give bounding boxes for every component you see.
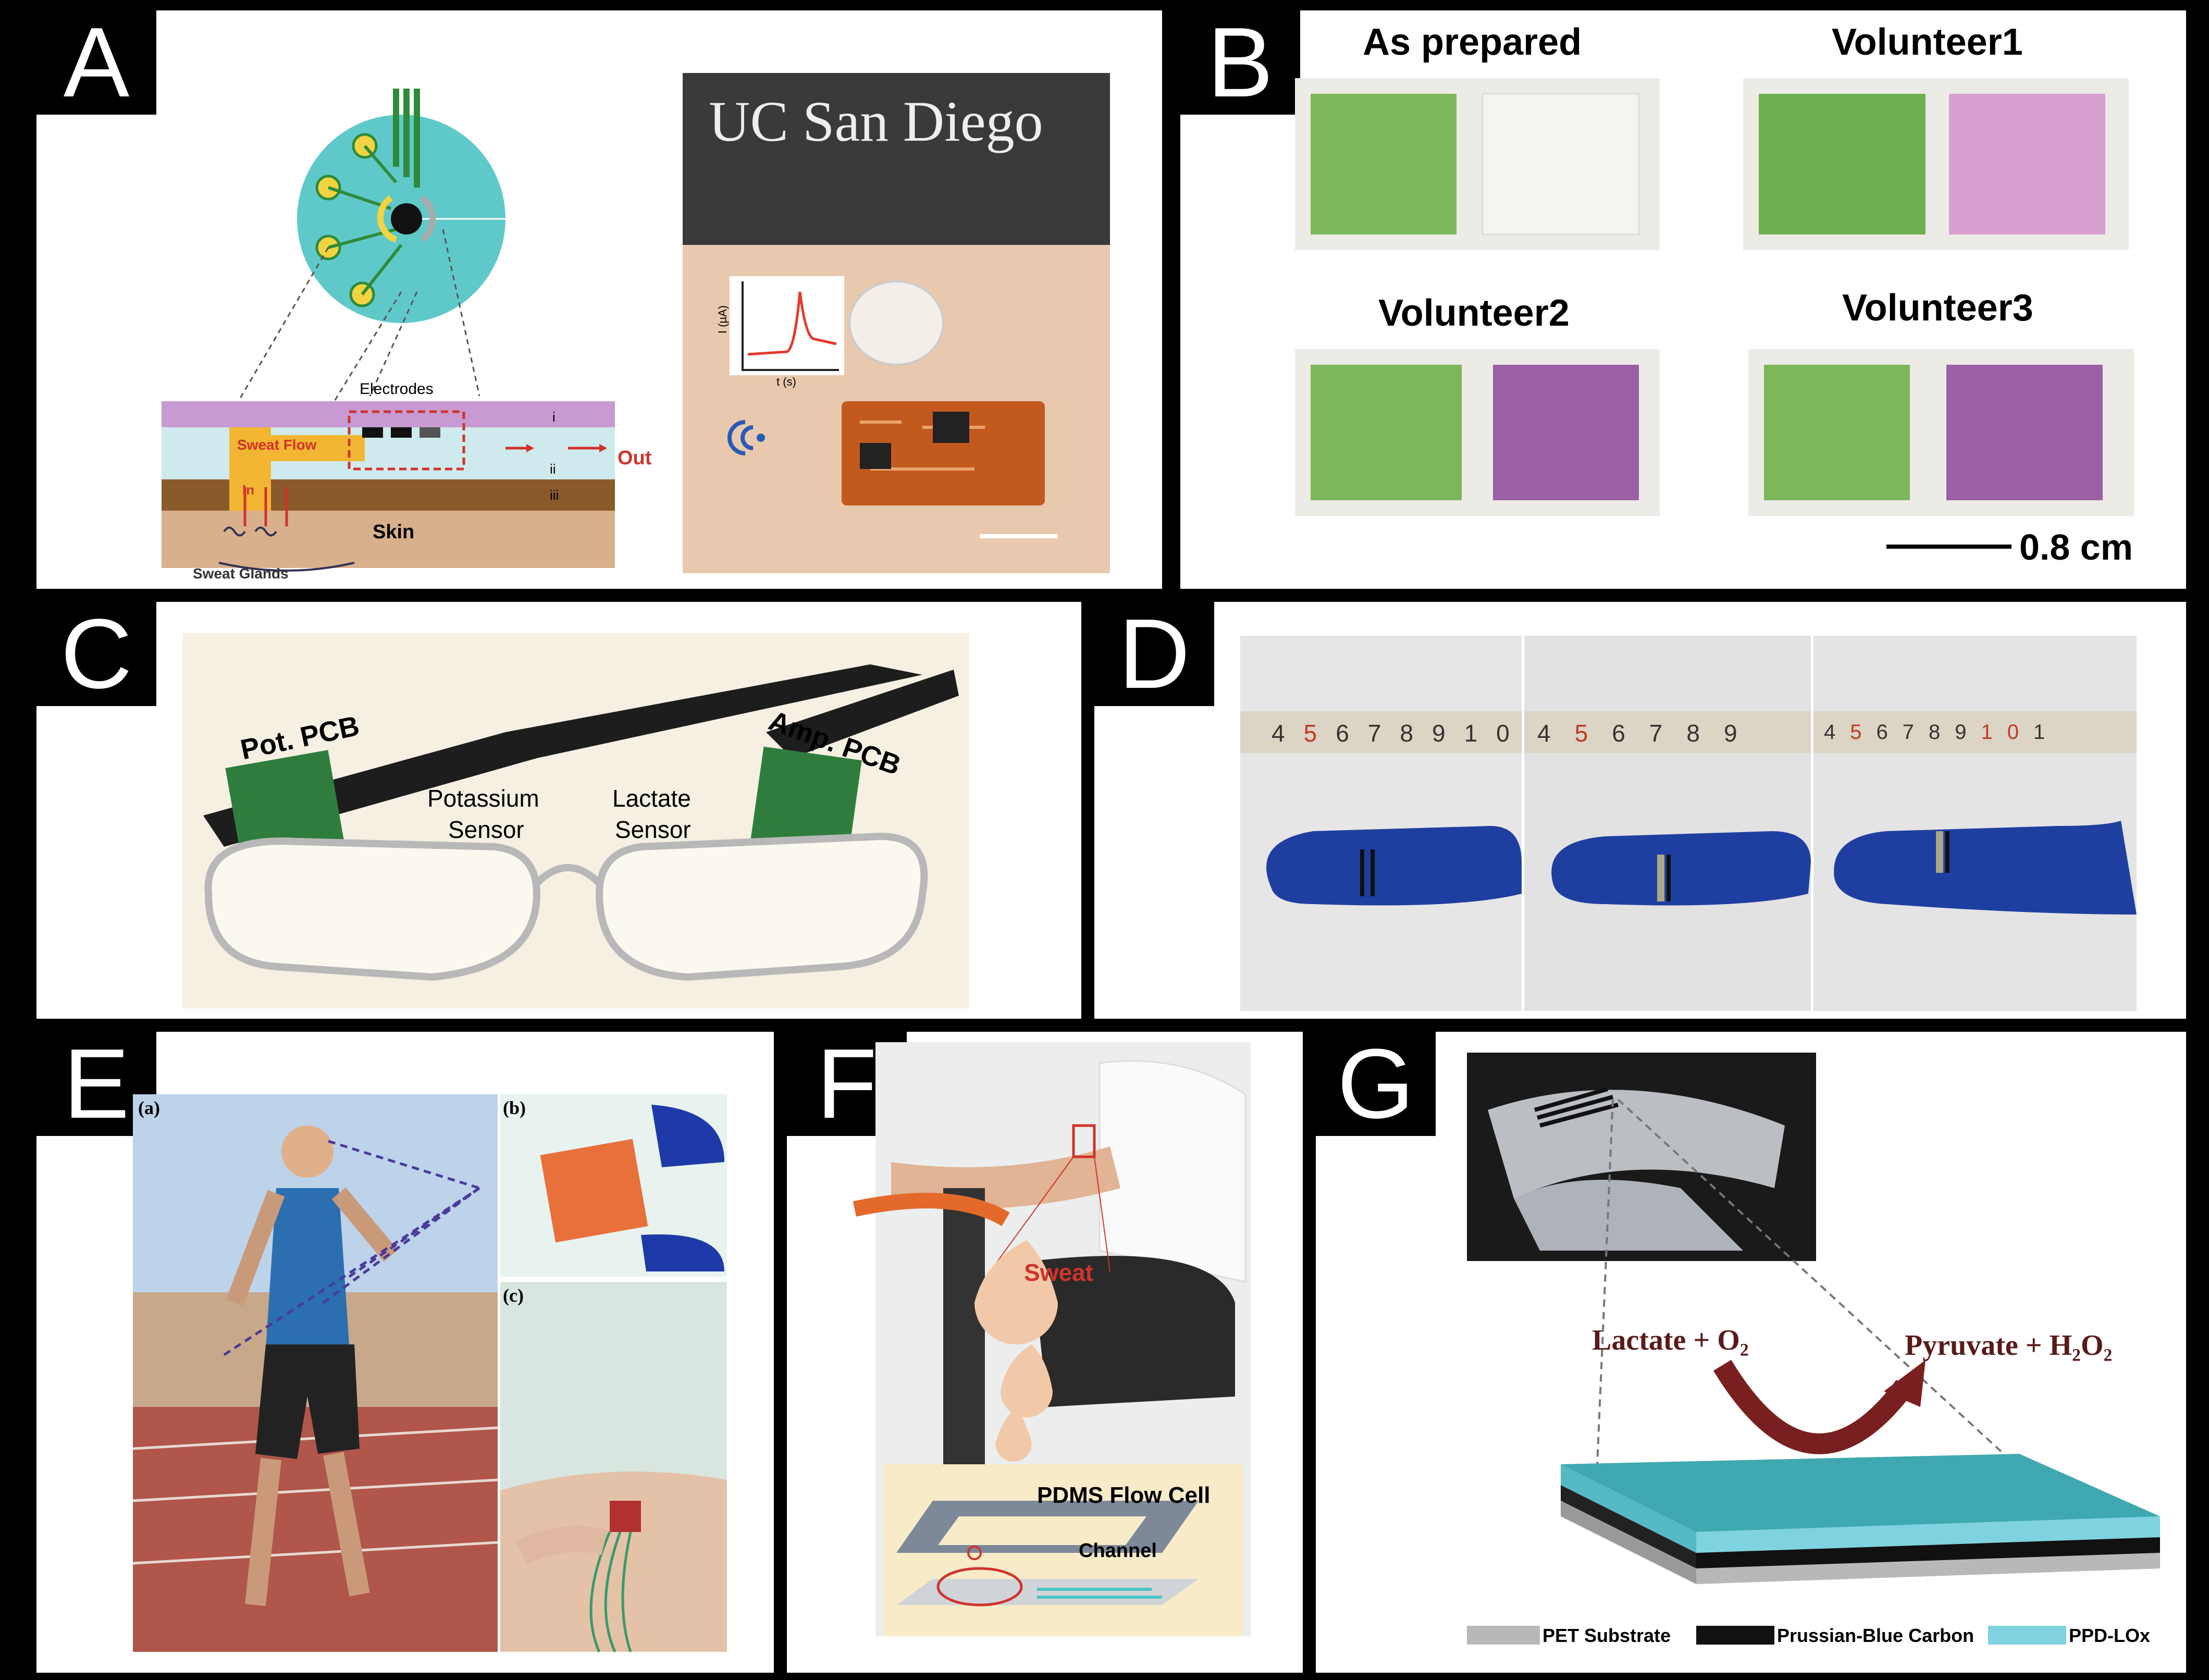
label-volunteer1: Volunteer1 (1832, 21, 2023, 63)
runner-photo (132, 1094, 727, 1653)
legend-ppd-swatch (1988, 1626, 2066, 1645)
glove-photo-1 (1240, 636, 1522, 1011)
electrode-center (391, 203, 422, 234)
panel-a-label: A (36, 10, 156, 115)
sub-b-label: (b) (503, 1097, 526, 1118)
electrodes-label: Electrodes (360, 380, 434, 398)
shirt-logo: UC San Diego (709, 90, 1043, 153)
ruler-2: 456789 (1537, 719, 1761, 747)
potassium-sensor-label-2: Sensor (448, 816, 524, 843)
panel-b-label: B (1180, 10, 1300, 115)
sub-a-label: (a) (138, 1097, 160, 1118)
layer-iii-label: iii (550, 487, 559, 503)
layer-ii-label: ii (550, 461, 556, 477)
glove-photos (1240, 636, 2137, 1011)
label-as-prepared: As prepared (1363, 21, 1582, 63)
ruler-1-tick: 5 (1303, 720, 1336, 747)
ruler-1-tick: 8 (1400, 720, 1432, 747)
ruler-2-tick: 6 (1612, 720, 1649, 747)
sweat-flow-label: Sweat Flow (237, 437, 317, 453)
legend-pet: PET Substrate (1542, 1625, 1671, 1646)
ruler-1: 45678910 (1272, 719, 1528, 747)
ruler-3-tick: 10 (1981, 721, 2033, 744)
layer-i-label: i (552, 409, 556, 425)
ruler-3-tick: 4 (1824, 721, 1850, 744)
ruler-3-tick: 9 (1955, 721, 1981, 744)
panel-c: C Pot. PCB Amp. PCB Potassium Sensor Lac… (36, 602, 1081, 1019)
sweat-glands-label: Sweat Glands (193, 565, 289, 582)
legend-prussian-blue: Prussian-Blue Carbon (1777, 1625, 1974, 1646)
product-label: Pyruvate + H₂O₂ (1905, 1329, 2113, 1362)
panel-f: F Sweat PDMS Flow Cell Channel (787, 1032, 1303, 1673)
ruler-3-tick: 6 (1876, 721, 1903, 744)
ruler-1-tick: 6 (1336, 720, 1368, 747)
sweat-label: Sweat (1024, 1259, 1093, 1286)
ruler-1-tick: 9 (1431, 720, 1464, 747)
lactate-sensor-label-1: Lactate (612, 785, 691, 812)
skin-label: Skin (373, 521, 415, 543)
panel-g-label: G (1316, 1032, 1436, 1136)
panel-b: B As prepared Volunteer1 Volunteer2 Volu… (1180, 10, 2186, 589)
panel-g: G Lactate + O₂ Pyruvate + H₂O₂ PET Sub (1316, 1032, 2186, 1673)
sub-c-label: (c) (503, 1285, 524, 1306)
lactate-sensor-label-2: Sensor (615, 816, 691, 843)
ruler-2-tick: 5 (1574, 720, 1612, 747)
channel-label: Channel (1079, 1540, 1157, 1562)
ruler-3: 456789101 (1824, 721, 2059, 744)
pdms-flow-cell-label: PDMS Flow Cell (1037, 1483, 1211, 1508)
scale-bar (1886, 545, 2011, 549)
scale-label: 0.8 cm (2019, 527, 2133, 567)
plot-xlabel: t (s) (776, 375, 796, 388)
panel-a: A (36, 10, 1162, 589)
legend-pb-swatch (1696, 1626, 1774, 1645)
potassium-sensor-label-1: Potassium (427, 785, 539, 812)
panel-d-label: D (1094, 602, 1214, 706)
panel-e: E (a) (b) (c) (36, 1032, 774, 1673)
ruler-2-tick: 8 (1686, 720, 1724, 747)
out-label: Out (618, 447, 652, 469)
panel-c-label: C (36, 602, 156, 706)
ruler-3-tick: 5 (1850, 721, 1877, 744)
ruler-2-tick: 9 (1723, 720, 1761, 747)
panel-a-schematic (162, 73, 1110, 573)
cycling-illustration (853, 1042, 1251, 1636)
ruler-3-tick: 8 (1929, 721, 1955, 744)
ruler-2-tick: 4 (1537, 720, 1575, 747)
label-volunteer3: Volunteer3 (1842, 287, 2033, 329)
glove-photo-3 (1813, 636, 2137, 1011)
ruler-3-tick: 7 (1902, 721, 1929, 744)
panel-d: D 45678910 456789 456789101 (1094, 602, 2186, 1019)
ruler-2-tick: 7 (1649, 720, 1687, 747)
ruler-3-tick: 1 (2033, 721, 2060, 744)
glove-photo-2 (1524, 636, 1811, 1011)
glasses-photo (182, 633, 969, 1008)
legend-ppd-lox: PPD-LOx (2069, 1625, 2151, 1646)
inlet-label: In (242, 482, 255, 498)
panel-b-swatches (1295, 78, 2134, 549)
plot-ylabel: I (µA) (716, 305, 730, 334)
ruler-1-tick: 4 (1272, 720, 1304, 747)
legend-pet-swatch (1467, 1626, 1540, 1645)
reactant-label: Lactate + O₂ (1592, 1324, 1749, 1356)
label-volunteer2: Volunteer2 (1378, 292, 1570, 334)
ruler-1-tick: 10 (1464, 720, 1528, 747)
ruler-1-tick: 7 (1367, 720, 1400, 747)
mouthguard-diagram (1467, 1053, 2160, 1645)
